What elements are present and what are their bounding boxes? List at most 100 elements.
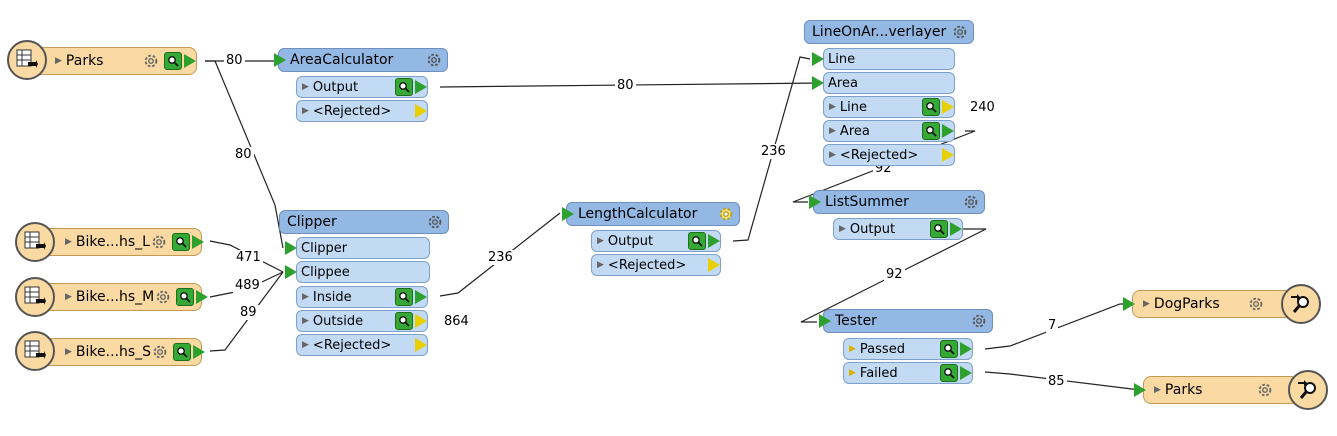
port-length-output[interactable]: ▶ Output bbox=[591, 230, 721, 252]
output-port-arrow-icon[interactable] bbox=[415, 80, 427, 94]
port-label: Area bbox=[839, 123, 870, 139]
port-overlay-line-input[interactable]: Line bbox=[812, 48, 955, 70]
port-clipper-inside[interactable]: ▶ Inside bbox=[296, 286, 428, 308]
gear-icon[interactable] bbox=[426, 213, 444, 231]
port-tester-failed[interactable]: ▶ Failed bbox=[843, 362, 973, 384]
expand-triangle-icon[interactable]: ▶ bbox=[1143, 299, 1150, 309]
gear-icon[interactable] bbox=[962, 193, 980, 211]
gear-icon[interactable] bbox=[970, 312, 988, 330]
input-port-arrow-icon[interactable] bbox=[562, 207, 574, 221]
input-port-arrow-icon[interactable] bbox=[819, 314, 831, 328]
rejected-port-arrow-icon[interactable] bbox=[415, 104, 427, 118]
expand-triangle-icon[interactable]: ▶ bbox=[302, 82, 309, 92]
inspect-icon[interactable] bbox=[171, 233, 190, 251]
inspect-icon[interactable] bbox=[922, 122, 940, 140]
gear-icon[interactable] bbox=[154, 288, 172, 306]
port-clippee-input[interactable]: Clippee bbox=[285, 261, 430, 283]
expand-triangle-icon[interactable]: ▶ bbox=[302, 316, 309, 326]
inspect-icon[interactable] bbox=[940, 340, 958, 358]
gear-icon[interactable] bbox=[151, 343, 169, 361]
expand-triangle-icon[interactable]: ▶ bbox=[597, 236, 604, 246]
port-tester-passed[interactable]: ▶ Passed bbox=[843, 338, 973, 360]
output-port-arrow-icon[interactable] bbox=[708, 234, 720, 248]
port-clipper-outside[interactable]: ▶ Outside bbox=[296, 310, 428, 332]
expand-triangle-icon[interactable]: ▶ bbox=[849, 368, 856, 378]
inspect-icon[interactable] bbox=[395, 312, 413, 330]
inspect-icon[interactable] bbox=[176, 288, 195, 306]
output-port-arrow-icon[interactable] bbox=[184, 54, 196, 68]
transformer-area-calculator[interactable]: AreaCalculator bbox=[274, 48, 448, 72]
inspect-icon[interactable] bbox=[164, 52, 182, 70]
rejected-port-arrow-icon[interactable] bbox=[942, 148, 954, 162]
input-port-arrow-icon[interactable] bbox=[1134, 383, 1146, 397]
port-overlay-area-input[interactable]: Area bbox=[812, 72, 955, 94]
expand-triangle-icon[interactable]: ▶ bbox=[65, 237, 72, 247]
gear-icon[interactable] bbox=[1247, 295, 1265, 313]
output-port-arrow-icon[interactable] bbox=[960, 342, 972, 356]
inspect-icon[interactable] bbox=[688, 232, 706, 250]
port-area-output[interactable]: ▶ Output bbox=[296, 76, 428, 98]
inspect-icon[interactable] bbox=[922, 98, 940, 116]
expand-triangle-icon[interactable]: ▶ bbox=[849, 344, 856, 354]
expand-triangle-icon[interactable]: ▶ bbox=[829, 126, 836, 136]
inspect-icon[interactable] bbox=[395, 78, 413, 96]
expand-triangle-icon[interactable]: ▶ bbox=[302, 340, 309, 350]
output-port-arrow-icon[interactable] bbox=[193, 345, 206, 359]
output-port-arrow-icon[interactable] bbox=[960, 366, 972, 380]
writer-dogparks[interactable]: ▶ DogParks bbox=[1123, 290, 1294, 318]
rejected-port-arrow-icon[interactable] bbox=[415, 338, 427, 352]
port-clipper-rejected[interactable]: ▶ <Rejected> bbox=[296, 334, 428, 356]
expand-triangle-icon[interactable]: ▶ bbox=[55, 56, 62, 66]
output-port-arrow-icon[interactable] bbox=[415, 290, 427, 304]
expand-triangle-icon[interactable]: ▶ bbox=[65, 292, 72, 302]
inspect-icon[interactable] bbox=[940, 364, 958, 382]
inspect-icon[interactable] bbox=[395, 288, 413, 306]
expand-triangle-icon[interactable]: ▶ bbox=[839, 224, 846, 234]
expand-triangle-icon[interactable]: ▶ bbox=[829, 102, 836, 112]
gear-icon[interactable] bbox=[951, 23, 969, 41]
inspect-icon[interactable] bbox=[930, 220, 948, 238]
input-port-arrow-icon[interactable] bbox=[285, 265, 297, 279]
input-port-arrow-icon[interactable] bbox=[812, 52, 824, 66]
gear-icon[interactable] bbox=[717, 205, 735, 223]
writer-parks[interactable]: ▶ Parks bbox=[1134, 376, 1299, 404]
expand-triangle-icon[interactable]: ▶ bbox=[302, 292, 309, 302]
expand-triangle-icon[interactable]: ▶ bbox=[1154, 385, 1161, 395]
transformer-tester[interactable]: Tester bbox=[819, 309, 993, 333]
port-listsummer-output[interactable]: ▶ Output bbox=[833, 218, 963, 240]
output-port-arrow-icon[interactable] bbox=[196, 290, 209, 304]
output-port-arrow-icon[interactable] bbox=[950, 222, 962, 236]
input-port-arrow-icon[interactable] bbox=[274, 53, 286, 67]
port-length-rejected[interactable]: ▶ <Rejected> bbox=[591, 254, 721, 276]
port-label: <Rejected> bbox=[839, 147, 919, 163]
expand-triangle-icon[interactable]: ▶ bbox=[829, 150, 836, 160]
transformer-line-on-area-overlayer[interactable]: LineOnAr...verlayer bbox=[804, 20, 974, 44]
count-label: 471 bbox=[234, 250, 263, 265]
port-overlay-area-output[interactable]: ▶ Area bbox=[823, 120, 955, 142]
input-port-arrow-icon[interactable] bbox=[1123, 297, 1135, 311]
output-port-arrow-icon[interactable] bbox=[942, 124, 954, 138]
transformer-length-calculator[interactable]: LengthCalculator bbox=[562, 202, 740, 226]
expand-triangle-icon[interactable]: ▶ bbox=[302, 106, 309, 116]
count-label: 80 bbox=[615, 78, 636, 93]
expand-triangle-icon[interactable]: ▶ bbox=[65, 347, 72, 357]
port-overlay-line-output[interactable]: ▶ Line bbox=[823, 96, 955, 118]
output-port-arrow-icon[interactable] bbox=[191, 235, 204, 249]
transformer-list-summer[interactable]: ListSummer bbox=[809, 190, 985, 214]
output-port-arrow-icon[interactable] bbox=[415, 314, 427, 328]
inspect-icon[interactable] bbox=[173, 343, 192, 361]
output-port-arrow-icon[interactable] bbox=[942, 100, 954, 114]
expand-triangle-icon[interactable]: ▶ bbox=[597, 260, 604, 270]
port-area-rejected[interactable]: ▶ <Rejected> bbox=[296, 100, 428, 122]
transformer-clipper[interactable]: Clipper bbox=[279, 210, 449, 234]
port-overlay-rejected[interactable]: ▶ <Rejected> bbox=[823, 144, 955, 166]
gear-icon[interactable] bbox=[150, 233, 168, 251]
gear-icon[interactable] bbox=[1256, 381, 1274, 399]
port-clipper-input[interactable]: Clipper bbox=[285, 237, 430, 259]
input-port-arrow-icon[interactable] bbox=[812, 76, 824, 90]
gear-icon[interactable] bbox=[425, 51, 443, 69]
gear-icon[interactable] bbox=[142, 52, 160, 70]
input-port-arrow-icon[interactable] bbox=[285, 241, 297, 255]
rejected-port-arrow-icon[interactable] bbox=[708, 258, 720, 272]
input-port-arrow-icon[interactable] bbox=[809, 195, 821, 209]
